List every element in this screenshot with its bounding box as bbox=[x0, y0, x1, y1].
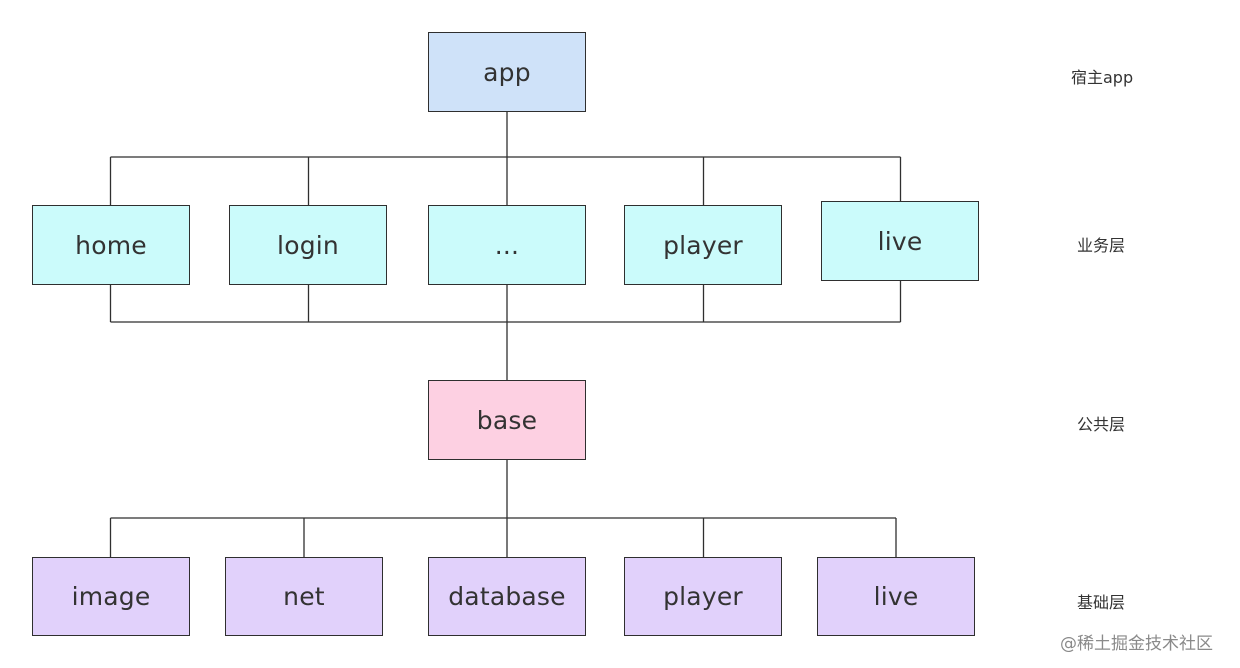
common-layer-label: 公共层 bbox=[1077, 415, 1126, 434]
login-node: login bbox=[229, 205, 387, 285]
app-node: app bbox=[428, 32, 586, 112]
player-library-node: player bbox=[624, 557, 782, 636]
host-layer-label: 宿主app bbox=[1071, 68, 1134, 87]
live-node: live bbox=[821, 201, 979, 281]
watermark: @稀土掘金技术社区 bbox=[1060, 634, 1213, 654]
net-node: net bbox=[225, 557, 383, 636]
ellipsis-node: ... bbox=[428, 205, 586, 285]
image-node: image bbox=[32, 557, 190, 636]
base-node: base bbox=[428, 380, 586, 460]
foundation-layer-label: 基础层 bbox=[1077, 593, 1126, 612]
live-library-node: live bbox=[817, 557, 975, 636]
business-layer-label: 业务层 bbox=[1077, 236, 1126, 255]
database-node: database bbox=[428, 557, 586, 636]
home-node: home bbox=[32, 205, 190, 285]
player-node: player bbox=[624, 205, 782, 285]
